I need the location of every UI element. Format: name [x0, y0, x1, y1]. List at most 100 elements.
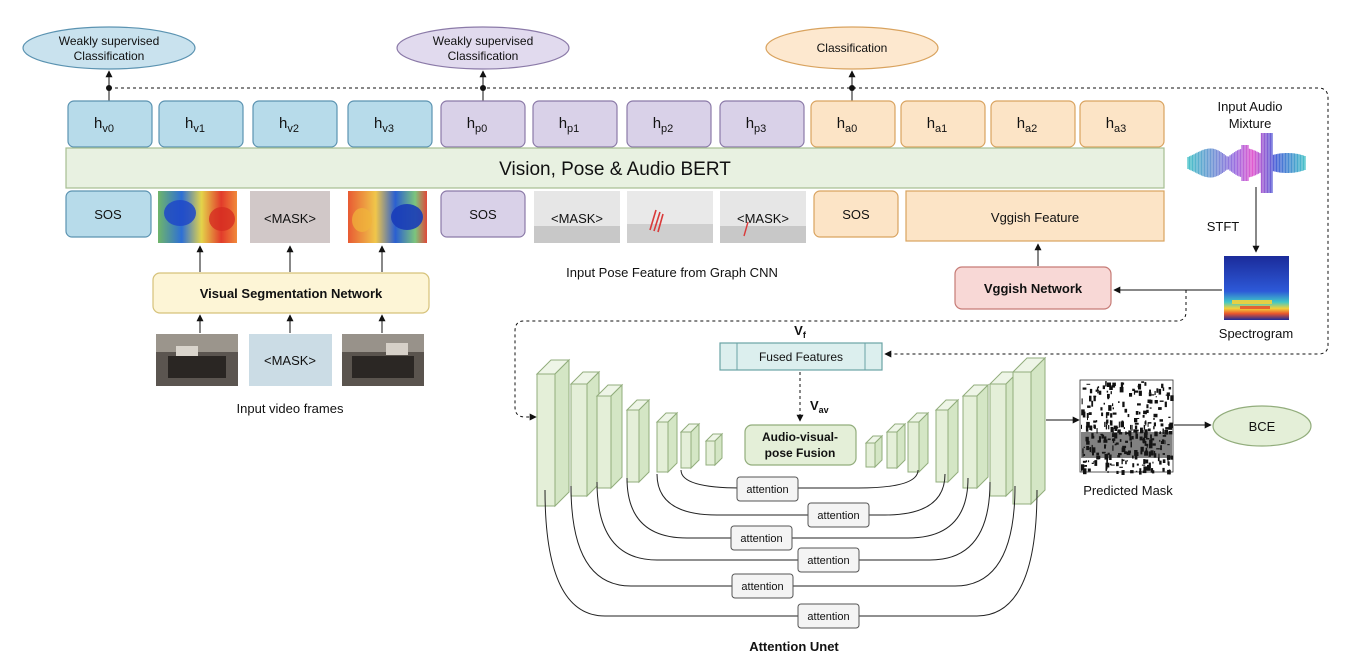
pose-classification-output: Weakly supervised Classification — [396, 26, 570, 70]
skip-connection-6 — [544, 489, 1038, 617]
vision-classification-line1: Weakly supervised — [59, 34, 160, 48]
skip-connection-1 — [680, 469, 919, 489]
token-label: hp2 — [653, 115, 674, 135]
pose-input-caption: Input Pose Feature from Graph CNN — [566, 265, 778, 280]
junction-dot-pose — [480, 85, 486, 91]
skip-connection-3 — [626, 477, 969, 539]
junction-dot-vision — [106, 85, 112, 91]
decoder-layer-5 — [961, 383, 990, 490]
fused-features-label: Fused Features — [759, 350, 843, 364]
pose-classification-line1: Weakly supervised — [433, 34, 534, 48]
mask-label-pose-3: <MASK> — [737, 211, 789, 226]
attention-label: attention — [807, 555, 849, 567]
seg-arrows — [196, 245, 386, 333]
token-hp3: hp3 — [719, 100, 805, 148]
token-label: ha1 — [927, 115, 948, 135]
heatmap-frame-3 — [348, 191, 427, 243]
heatmap-frame-1 — [158, 191, 237, 243]
bert-label: Vision, Pose & Audio BERT — [499, 159, 731, 180]
attention-label: attention — [740, 533, 782, 545]
pose-sos-token: SOS — [440, 190, 526, 238]
predicted-mask-label: Predicted Mask — [1083, 483, 1173, 498]
decoder-layer-7 — [1011, 356, 1047, 506]
fused-features-block: Fused Features — [719, 342, 883, 371]
decoder-layer-3 — [906, 411, 930, 474]
token-label: hv0 — [94, 115, 114, 135]
vision-classification-output: Weakly supervised Classification — [22, 26, 196, 70]
attention-label: attention — [746, 484, 788, 496]
pose-classification-line2: Classification — [448, 49, 519, 63]
audio-classification-output: Classification — [765, 26, 939, 70]
vf-symbol: Vf — [794, 323, 807, 340]
attention-gate-2: attention — [807, 502, 870, 528]
attention-gate-4: attention — [797, 547, 860, 573]
video-frame-3 — [342, 334, 424, 386]
attention-label: attention — [817, 510, 859, 522]
encoder-layer-4 — [625, 398, 651, 484]
vggish-feature-label: Vggish Feature — [991, 210, 1079, 225]
attention-label: attention — [807, 611, 849, 623]
token-label: hp1 — [559, 115, 580, 135]
mask-label-video: <MASK> — [264, 353, 316, 368]
token-label: ha2 — [1017, 115, 1038, 135]
fusion-label-line1: Audio-visual- — [762, 430, 838, 444]
token-hv2: hv2 — [252, 100, 338, 148]
token-ha3: ha3 — [1079, 100, 1165, 148]
audio-sos-label: SOS — [842, 207, 870, 222]
token-hp0: hp0 — [440, 100, 526, 148]
token-label: ha3 — [1106, 115, 1127, 135]
stft-label: STFT — [1207, 219, 1240, 234]
vision-sos-label: SOS — [94, 207, 122, 222]
skip-connection-4 — [596, 481, 991, 561]
vggish-network-label: Vggish Network — [984, 281, 1083, 296]
masked-frame-2: <MASK> — [250, 191, 330, 243]
audio-mixture-title-line1: Input Audio — [1217, 99, 1282, 114]
pose-sos-label: SOS — [469, 207, 497, 222]
pose-masked-frame-1: <MASK> — [534, 191, 620, 243]
token-hp1: hp1 — [532, 100, 618, 148]
masked-video-frame-2: <MASK> — [249, 334, 332, 386]
attention-gate-5: attention — [731, 573, 794, 599]
bce-loss-node: BCE — [1212, 405, 1312, 447]
decoder-layer-4 — [934, 398, 960, 484]
vision-classification-line2: Classification — [74, 49, 145, 63]
token-label: ha0 — [837, 115, 858, 135]
audio-sos-token: SOS — [813, 190, 899, 238]
attention-unet-layers — [535, 356, 1047, 508]
token-ha1: ha1 — [900, 100, 986, 148]
pose-frame-2 — [627, 191, 713, 243]
vggish-network-block: Vggish Network — [954, 266, 1112, 310]
token-label: hv1 — [185, 115, 205, 135]
token-hv1: hv1 — [158, 100, 244, 148]
attention-unet-title: Attention Unet — [749, 639, 839, 654]
token-ha2: ha2 — [990, 100, 1076, 148]
audio-classification-label: Classification — [817, 41, 888, 55]
spectrogram-to-unet-dotted-arrow — [514, 290, 1187, 421]
attention-label: attention — [741, 581, 783, 593]
token-hv3: hv3 — [347, 100, 433, 148]
junction-dot-audio — [849, 85, 855, 91]
encoder-layer-7 — [704, 432, 724, 467]
spectrogram-image — [1224, 256, 1289, 320]
attention-unet-skip-connections: attention attention attention attention atte… — [544, 469, 1038, 629]
token-label: hp0 — [467, 115, 488, 135]
encoder-layer-2 — [569, 370, 601, 498]
encoder-layer-6 — [679, 422, 701, 470]
token-ha0: ha0 — [810, 100, 896, 148]
mask-label-pose-1: <MASK> — [551, 211, 603, 226]
audio-waveform-icon — [1187, 133, 1306, 193]
visual-seg-label: Visual Segmentation Network — [200, 286, 383, 301]
token-label: hv2 — [279, 115, 299, 135]
bert-block: Vision, Pose & Audio BERT — [65, 147, 1165, 189]
decoder-layer-2 — [885, 422, 907, 470]
attention-gate-6: attention — [797, 603, 860, 629]
video-input-caption: Input video frames — [237, 401, 344, 416]
audio-visual-pose-fusion-block: Audio-visual- pose Fusion — [744, 424, 857, 466]
vggish-feature-block: Vggish Feature — [905, 190, 1165, 242]
vision-sos-token: SOS — [65, 190, 152, 238]
bert-output-tokens: hv0 hv1 hv2 hv3 hp0 hp1 hp2 hp3 ha0 ha1 ha2 ha3 — [67, 100, 1165, 148]
token-label: hp3 — [746, 115, 767, 135]
video-frame-1 — [156, 334, 238, 386]
skip-connection-2 — [656, 473, 946, 516]
token-hp2: hp2 — [626, 100, 712, 148]
